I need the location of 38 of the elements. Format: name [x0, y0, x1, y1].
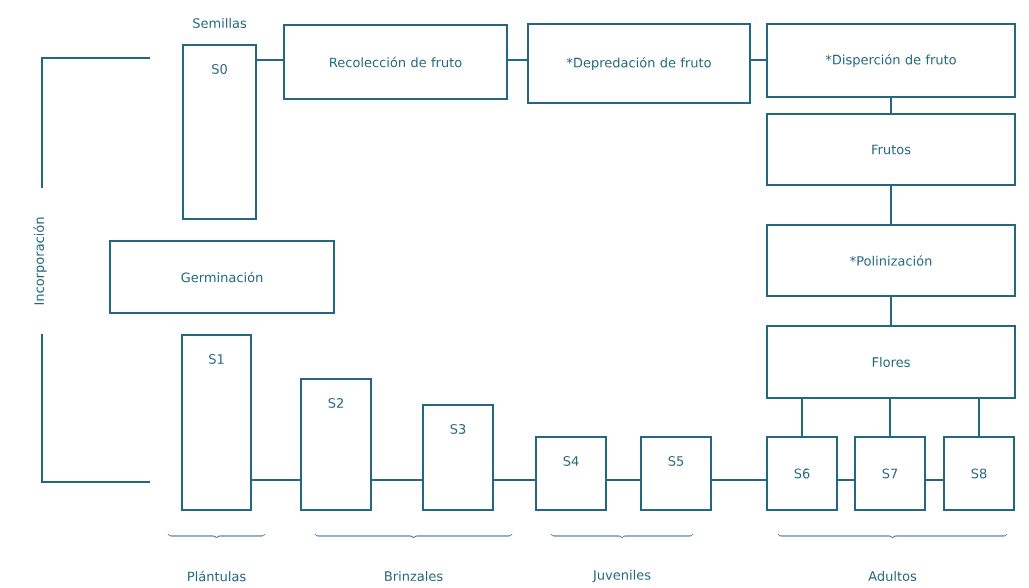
process-box: S2 [300, 378, 372, 511]
box-caption: Semillas [193, 17, 247, 29]
process-box: S5 [640, 436, 712, 511]
group-label: Adultos [868, 570, 917, 582]
connector-line [890, 185, 892, 225]
connector-line [606, 479, 641, 481]
process-box: Germinación [109, 240, 335, 314]
process-box: Recolección de fruto [283, 24, 508, 100]
process-box: S7 [854, 436, 926, 511]
process-box: S3 [422, 404, 494, 511]
connector-line [925, 479, 944, 481]
connector-line [750, 59, 767, 61]
connector-line [801, 398, 803, 437]
connector-line [371, 479, 423, 481]
process-box: S6 [766, 436, 838, 511]
group-label: Brinzales [385, 570, 443, 582]
process-box: S4 [535, 436, 607, 511]
connector-line [493, 479, 536, 481]
connector-line [890, 296, 892, 326]
connector-line [837, 479, 855, 481]
connector-line [978, 398, 980, 437]
process-box: S0 [182, 44, 257, 220]
process-box: *Depredación de fruto [527, 23, 751, 104]
rotated-label: Incorporación [33, 217, 47, 305]
process-box: *Polinización [766, 224, 1016, 297]
connector-line [256, 59, 284, 61]
process-box: Frutos [766, 113, 1016, 186]
connector-line [507, 59, 528, 61]
process-box: Flores [766, 325, 1016, 399]
connector-line [711, 479, 767, 481]
process-box: S8 [943, 436, 1015, 511]
group-label: Juveniles [592, 569, 651, 583]
process-box: *Disperción de fruto [766, 23, 1016, 98]
connector-line [890, 97, 892, 114]
group-label: Plántulas [188, 570, 246, 582]
connector-line [251, 479, 301, 481]
connector-line [889, 398, 891, 437]
process-box: S1 [181, 334, 252, 511]
